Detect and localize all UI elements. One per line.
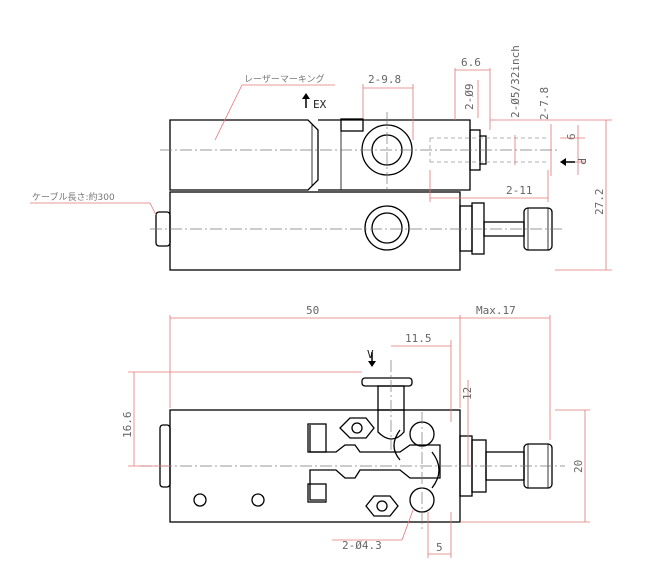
- top-view: レーザーマーキング EX ケーブル長さ:約300 2-9.8 6.6 2-Ø9 …: [30, 45, 612, 271]
- dim-20: 20: [572, 460, 585, 473]
- internal-block: [309, 425, 441, 501]
- hex-nut-top: [339, 417, 375, 439]
- valve-nut: [459, 205, 473, 252]
- dim-2-phi4-3: 2-Ø4.3: [342, 539, 382, 552]
- dim-2-7-8: 2-7.8: [538, 87, 551, 120]
- dim-11-5: 11.5: [405, 332, 432, 345]
- dim-max17: Max.17: [476, 304, 516, 317]
- internal-rect-top: [307, 423, 327, 453]
- hex-nut-bottom: [365, 495, 399, 517]
- port-curve-left: [393, 429, 401, 461]
- dim-12: 12: [461, 387, 474, 400]
- p-label: P: [575, 158, 588, 165]
- dim-50: 50: [306, 304, 319, 317]
- hex-nut-top-hole: [351, 422, 363, 434]
- lower-fitting-outer: [364, 205, 410, 251]
- dim-27-2: 27.2: [593, 189, 606, 216]
- dim-2-11: 2-11: [506, 184, 533, 197]
- ex-arrow-icon: [302, 93, 310, 108]
- upper-body-left: [169, 119, 319, 191]
- lower-body: [169, 191, 461, 271]
- bottom-cable-stub: [159, 424, 171, 488]
- dim-2-phi9: 2-Ø9: [463, 84, 476, 111]
- mount-hole-2: [251, 493, 265, 507]
- mount-hole-1: [193, 493, 207, 507]
- v-fitting-base: [377, 410, 405, 440]
- dim-6-6: 6.6: [461, 56, 481, 69]
- laser-marking-label: レーザーマーキング: [244, 73, 325, 85]
- dim-5: 5: [436, 541, 443, 554]
- p-arrow-icon: [560, 158, 575, 166]
- dim-2-phi5-32: 2-Ø5/32inch: [509, 45, 522, 118]
- hex-nut-bottom-hole: [376, 500, 388, 512]
- internal-rect-bottom: [307, 483, 327, 503]
- lower-fitting-inner: [371, 212, 403, 244]
- dim-2-9-8: 2-9.8: [368, 73, 401, 86]
- valve-collar: [471, 202, 485, 255]
- dim-16-6: 16.6: [121, 412, 134, 439]
- dim-6: 6: [565, 133, 578, 140]
- v-arrow-icon: [368, 352, 376, 367]
- v-fitting-cap: [361, 377, 413, 387]
- v-label: V: [367, 348, 374, 361]
- cable-length-label: ケーブル長さ:約300: [32, 191, 115, 203]
- ex-label: EX: [313, 98, 327, 111]
- port-curve-right: [431, 451, 440, 489]
- upper-tab: [340, 118, 364, 132]
- bottom-view: 50 Max.17 V 11.5 12 16.6 20 2-Ø4.3: [121, 304, 590, 558]
